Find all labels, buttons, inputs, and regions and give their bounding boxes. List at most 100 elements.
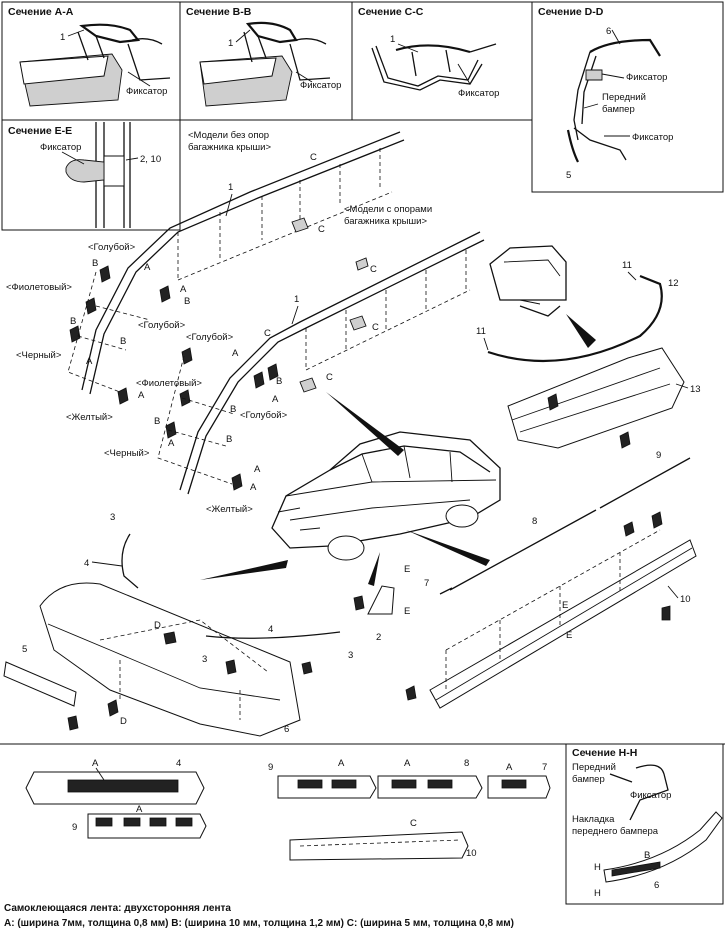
front-bumper-label: Передний — [572, 762, 616, 773]
black-clip-label: <Черный> — [104, 448, 150, 459]
section-c-label: C — [310, 152, 317, 163]
section-b-label: B — [120, 336, 126, 347]
clip-label: Фиксатор — [458, 88, 499, 99]
callout-2-10: 2, 10 — [140, 154, 161, 165]
section-h-label: H — [594, 862, 601, 873]
front-bumper-label-2: бампер — [602, 104, 635, 115]
clip-label: Фиксатор — [626, 72, 667, 83]
blue-clip-label: <Голубой> — [186, 332, 234, 343]
yellow-clip-label: <Желтый> — [206, 504, 253, 515]
tape-a-label: A — [92, 758, 99, 769]
section-e-label: E — [404, 606, 410, 617]
section-c-label: C — [370, 264, 377, 275]
section-d-label: D — [120, 716, 127, 727]
callout-1: 1 — [294, 294, 299, 305]
clip-label-2: Фиксатор — [632, 132, 673, 143]
yellow-clip-label: <Желтый> — [66, 412, 113, 423]
callout-4: 4 — [84, 558, 89, 569]
direction-pointers — [200, 314, 596, 586]
car-wagon — [271, 431, 501, 561]
black-clip-label: <Черный> — [16, 350, 62, 361]
tape-9-label: 9 — [268, 762, 273, 773]
bumper-cover-label: Накладка — [572, 814, 615, 825]
section-b-label: B — [276, 376, 282, 387]
blue-clip-label: <Голубой> — [88, 242, 136, 253]
clip-label: Фиксатор — [40, 142, 81, 153]
section-a-a-title: Сечение A-A — [8, 6, 74, 18]
tape-details: A 4 9 A A 8 A 7 9 A C 10 — [25, 758, 551, 861]
section-e-e-title: Сечение E-E — [8, 125, 72, 137]
section-c-label: C — [264, 328, 271, 339]
roof-molding-assembly: <Модели без опор багажника крыши> <Модел… — [6, 130, 485, 515]
callout-3: 3 — [202, 654, 207, 665]
section-a-label: A — [232, 348, 239, 359]
clip-label: Фиксатор — [300, 80, 341, 91]
section-b-label: B — [644, 850, 650, 861]
violet-clip-label: <Фиолетовый> — [6, 282, 72, 293]
section-a-label: A — [86, 356, 93, 367]
section-a-a: Сечение A-A 1 Фиксатор — [8, 6, 171, 107]
section-h-h-title: Сечение H-H — [572, 747, 637, 759]
callout-6: 6 — [654, 880, 659, 891]
section-b-label: B — [230, 404, 236, 415]
section-e-label: E — [566, 630, 572, 641]
violet-clip-label: <Фиолетовый> — [136, 378, 202, 389]
callout-3: 3 — [348, 650, 353, 661]
section-a-label: A — [180, 284, 187, 295]
section-d-d: Сечение D-D 6 Фиксатор Передний бампер Ф… — [538, 6, 673, 181]
section-c-label: C — [318, 224, 325, 235]
section-b-b: Сечение B-B 1 Фиксатор — [186, 6, 341, 107]
section-h-h: Сечение H-H Передний бампер Фиксатор Нак… — [565, 743, 724, 905]
callout-11: 11 — [622, 260, 632, 271]
section-c-label: C — [372, 322, 379, 333]
door-garnish-2: 2 E E — [353, 564, 410, 643]
section-b-label: B — [70, 316, 76, 327]
callout-10: 10 — [680, 594, 691, 605]
callout-9: 9 — [656, 450, 661, 461]
section-e-e: Сечение E-E Фиксатор 2, 10 — [8, 122, 161, 228]
no-roof-rack-models-label-2: багажника крыши> — [188, 142, 271, 153]
section-a-label: A — [272, 394, 279, 405]
tape-4-label: 4 — [176, 758, 181, 769]
section-h-label: H — [594, 888, 601, 899]
callout-1: 1 — [228, 182, 233, 193]
callout-5: 5 — [22, 644, 27, 655]
roof-rack-models-label: <Модели с опорами — [344, 204, 432, 215]
callout-11: 11 — [476, 326, 486, 337]
callout-7: 7 — [424, 578, 429, 589]
rear-assembly: 11 12 11 13 — [476, 245, 701, 449]
blue-clip-label: <Голубой> — [138, 320, 186, 331]
section-b-label: B — [92, 258, 98, 269]
section-a-label: A — [138, 390, 145, 401]
section-a-label: A — [168, 438, 175, 449]
callout-2: 2 — [376, 632, 381, 643]
callout-5: 5 — [566, 170, 571, 181]
callout-1: 1 — [390, 34, 395, 45]
section-a-label: A — [250, 482, 257, 493]
tape-c-label: C — [410, 818, 417, 829]
tape-10-label: 10 — [466, 848, 477, 859]
tape-7-label: 7 — [542, 762, 547, 773]
callout-6: 6 — [606, 26, 611, 37]
section-frames — [1, 1, 724, 231]
bumper-cover-label-2: переднего бампера — [572, 826, 659, 837]
tape-9-label: 9 — [72, 822, 77, 833]
front-bumper-label: Передний — [602, 92, 646, 103]
no-roof-rack-models-label: <Модели без опор — [188, 130, 269, 141]
tape-8-label: 8 — [464, 758, 469, 769]
tape-a-label: A — [506, 762, 513, 773]
adhesive-tape-note: Самоклеющаяся лента: двухсторонняя лента — [4, 903, 231, 914]
section-b-label: B — [184, 296, 190, 307]
tape-a-label: A — [136, 804, 143, 815]
section-b-label: B — [226, 434, 232, 445]
section-b-b-title: Сечение B-B — [186, 6, 252, 18]
tape-spec-note: A: (ширина 7мм, толщина 0,8 мм) B: (шири… — [4, 918, 514, 929]
side-sill-assembly: 9 8 7 10 E E — [405, 450, 697, 709]
front-bumper-assembly: 3 4 3 D D 4 3 3 6 5 — [3, 512, 353, 737]
section-c-c-title: Сечение C-C — [358, 6, 424, 18]
callout-4: 4 — [268, 624, 273, 635]
callout-1: 1 — [228, 38, 233, 49]
section-d-label: D — [154, 620, 161, 631]
callout-13: 13 — [690, 384, 701, 395]
